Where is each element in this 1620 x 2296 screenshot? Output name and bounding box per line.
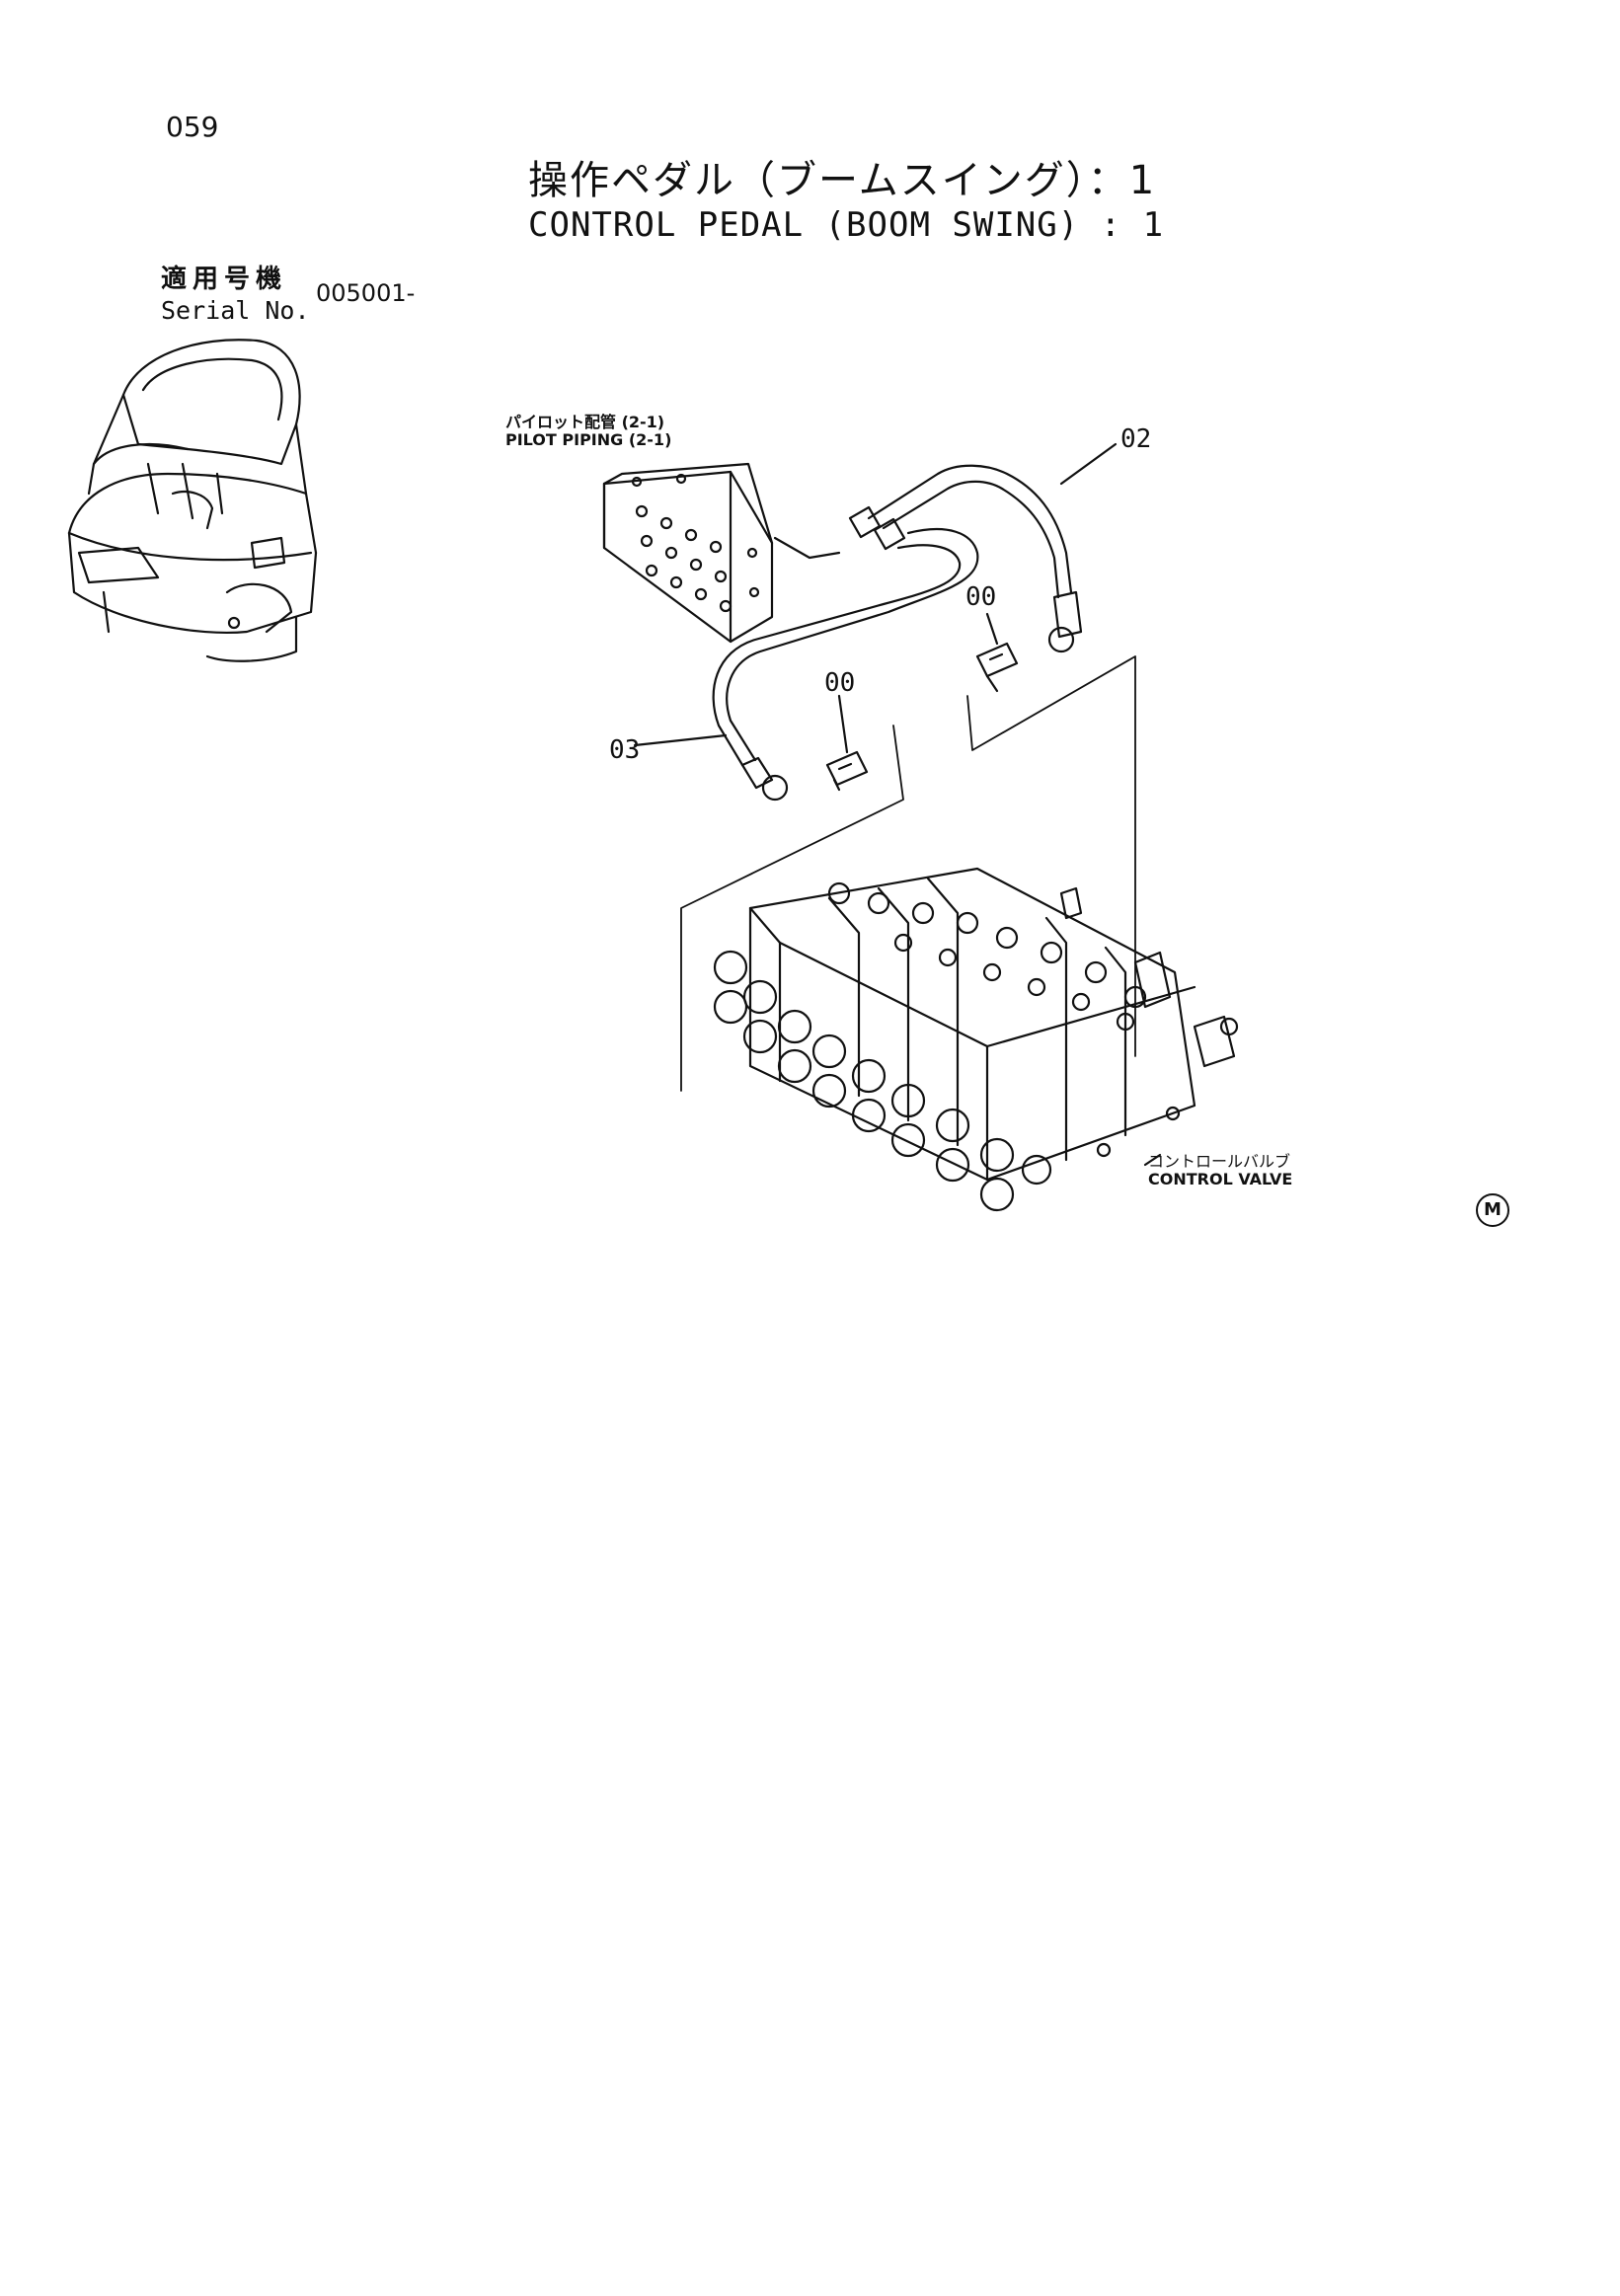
- page-title-english: CONTROL PEDAL (BOOM SWING) : 1: [528, 205, 1165, 245]
- circled-m-mark: M: [1476, 1193, 1509, 1227]
- pilot-piping-label-english: PILOT PIPING (2-1): [505, 430, 672, 449]
- page-title-japanese: 操作ペダル（ブームスイング）：1: [528, 158, 1157, 203]
- callout-03: 03: [609, 735, 641, 765]
- pipe-02: [848, 442, 1118, 653]
- control-valve-label-japanese: コントロールバルブ: [1148, 1152, 1291, 1171]
- control-valve-assembly: [713, 867, 1239, 1212]
- serial-number-value: 005001-: [316, 279, 416, 307]
- control-valve-label-english: CONTROL VALVE: [1148, 1170, 1293, 1188]
- callout-02: 02: [1120, 424, 1152, 454]
- connection-lines: [680, 655, 1136, 1092]
- serial-label-japanese: 適用号機: [161, 265, 288, 294]
- adapter-00-right: [975, 612, 1019, 693]
- callout-00-right: 00: [965, 582, 997, 612]
- callout-00-left: 00: [824, 668, 856, 698]
- adapter-00-left: [825, 694, 869, 792]
- pilot-piping-label-japanese: パイロット配管 (2-1): [505, 413, 665, 431]
- pilot-piping-block: [602, 462, 841, 644]
- page-number: 059: [166, 111, 219, 143]
- serial-label-english: Serial No.: [161, 296, 310, 325]
- pipe-03: [633, 528, 979, 802]
- excavator-cab-illustration: [67, 339, 318, 662]
